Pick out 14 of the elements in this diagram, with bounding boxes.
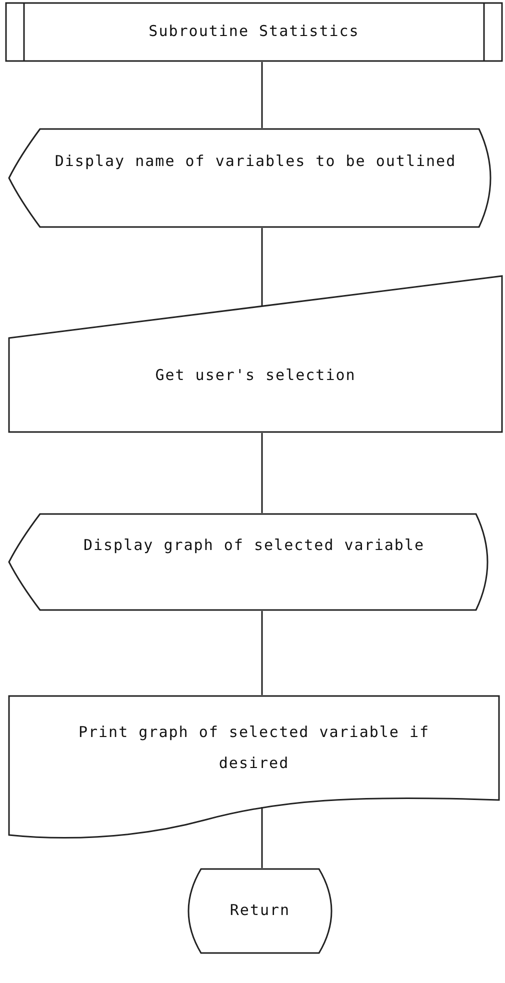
document-shape (8, 695, 500, 840)
node-text: Display name of variables to be outlined (54, 151, 458, 172)
node-text: Return (228, 900, 292, 921)
node-text: Get user's selection (154, 365, 357, 386)
node-text: Print graph of selected variable if desired (77, 722, 431, 774)
subroutine-box (5, 2, 503, 62)
connector-line (261, 807, 263, 868)
node-text: Subroutine Statistics (148, 21, 360, 42)
manual-input-shape (8, 275, 503, 433)
connector-line (261, 228, 263, 306)
connector-line (261, 611, 263, 695)
connector-line (261, 433, 263, 513)
node-text: Display graph of selected variable (82, 535, 426, 556)
connector-line (261, 62, 263, 128)
